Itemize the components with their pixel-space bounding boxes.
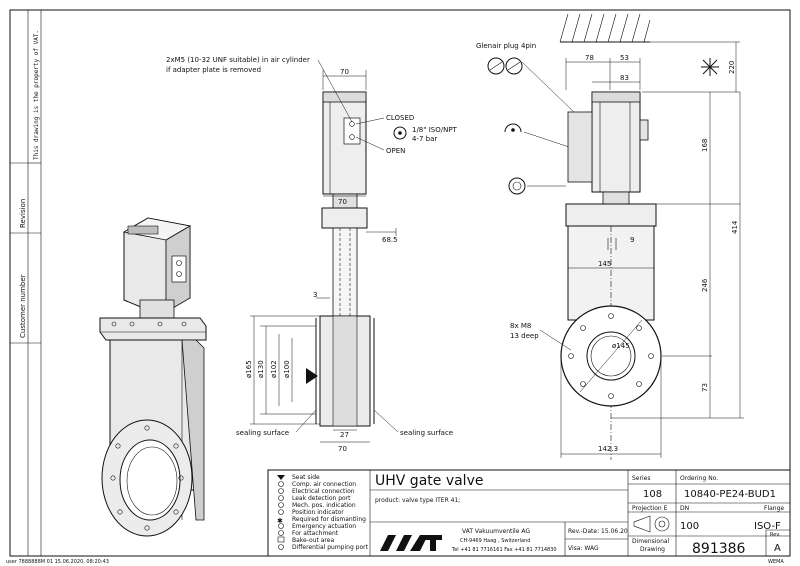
attachment-icon <box>278 530 284 536</box>
dim-bottom-70: 70 <box>338 445 347 453</box>
dim-27: 27 <box>340 431 349 439</box>
series-label: Series <box>632 475 650 482</box>
revision-label: Revision <box>19 199 27 228</box>
company-name: VAT Vakuumventile AG <box>462 528 530 535</box>
front-view: 78 53 83 220 Glenair plug 4pin <box>476 13 744 460</box>
dim-9: 9 <box>630 236 634 244</box>
projection-label: Projection E <box>632 505 668 512</box>
screw-note-line1: 2xM5 (10-32 UNF suitable) in air cylinde… <box>166 56 310 64</box>
dim-d102: ø102 <box>270 360 278 378</box>
drawing-title: UHV gate valve <box>375 473 483 489</box>
screw-note-line2: if adapter plate is removed <box>166 66 261 74</box>
star-symbol <box>701 58 719 76</box>
dim-53: 53 <box>620 54 629 62</box>
logo-text: VAT <box>380 546 382 549</box>
legend-bakeout: Bake-out area <box>292 537 334 544</box>
dim-220: 220 <box>728 61 736 74</box>
visa: Visa: WAG <box>568 545 599 552</box>
dim-bore: ø145 <box>612 342 630 350</box>
wall-hatch <box>559 13 651 43</box>
property-note: This drawing is the property of VAT. <box>33 30 40 160</box>
dim-d100: ø100 <box>283 360 291 378</box>
dim-78: 78 <box>585 54 594 62</box>
vat-logo: VAT <box>380 535 442 551</box>
dim-168: 168 <box>701 139 709 152</box>
legend-seat-side: Seat side <box>292 474 320 481</box>
company-phone: Tel +41 81 7716161 Fax +41 81 7714830 <box>451 547 557 553</box>
sealing-surface-left: sealing surface <box>236 429 289 437</box>
bakeout-icon <box>277 536 285 543</box>
dim-d130: ø130 <box>257 360 265 378</box>
footer-tag: WEMA <box>768 559 784 565</box>
dim-d165: ø165 <box>245 360 253 378</box>
electrical-icon <box>278 488 284 494</box>
rev-value: A <box>774 543 781 554</box>
legend-leak-detection: Leak detection port <box>292 495 351 502</box>
footer-code: user 7888888M 01 15.06.2020, 08:20:43 <box>6 559 109 565</box>
leak-detection-icon <box>278 495 284 501</box>
bolt-note-line2: 13 deep <box>510 332 539 340</box>
closed-label: CLOSED <box>386 114 414 122</box>
legend-comp-air: Comp. air connection <box>292 481 356 488</box>
projection-icon <box>633 515 670 533</box>
legend-emergency: Emergency actuation <box>292 523 356 530</box>
dim-246: 246 <box>701 278 709 292</box>
open-label: OPEN <box>386 147 405 155</box>
differential-icon <box>278 544 284 550</box>
dn-label: DN <box>680 505 689 512</box>
legend-mech-pos: Mech. pos. indication <box>292 502 356 509</box>
legend-position-indicator: Position indicator <box>292 509 344 516</box>
dn-value: 100 <box>680 521 699 532</box>
isometric-view <box>99 217 207 537</box>
customer-number-label: Customer number <box>19 274 27 338</box>
dim-73: 73 <box>701 383 709 392</box>
position-indicator-icon <box>278 509 284 515</box>
title-block <box>267 469 791 557</box>
emergency-icon <box>278 523 284 529</box>
sealing-surface-right: sealing surface <box>400 429 453 437</box>
dim-top-width: 70 <box>340 68 349 76</box>
legend-electrical: Electrical connection <box>292 488 355 495</box>
legend: Seat side Comp. air connection Electrica… <box>277 474 369 551</box>
glenair-label: Glenair plug 4pin <box>476 42 536 50</box>
ordering-value: 10840-PE24-BUD1 <box>684 489 776 500</box>
seat-side-icon <box>277 475 285 480</box>
mech-pos-icon <box>278 502 284 508</box>
comp-air-icon <box>278 481 284 487</box>
dimensional-label: Dimensional <box>632 538 670 545</box>
dim-142: 142.3 <box>598 445 618 453</box>
flange-label: Flange <box>764 505 784 512</box>
product-line: product: valve type ITER 41; <box>375 497 460 504</box>
dim-cylinder-width: 70 <box>338 198 347 206</box>
series-value: 108 <box>643 489 662 500</box>
legend-differential: Differential pumping port <box>292 544 369 551</box>
side-view: 70 68.5 70 3 ø165 <box>166 56 458 453</box>
air-port-line1: 1/8" ISO/NPT <box>412 126 458 134</box>
legend-dismantling: Required for dismantling <box>292 516 366 523</box>
dim-gap: 3 <box>313 291 317 299</box>
air-port-line2: 4-7 bar <box>412 135 437 143</box>
rev-date: Rev.-Date: 15.06.20 <box>568 528 628 535</box>
ordering-label: Ordering No. <box>680 475 718 482</box>
legend-attachment: For attachment <box>292 530 339 537</box>
flange-value: ISO-F <box>754 521 781 532</box>
company-address: CH-9469 Haag , Switzerland <box>460 538 530 544</box>
dim-145: 145 <box>598 260 611 268</box>
bolt-note-line1: 8x M8 <box>510 322 531 330</box>
dim-body-depth: 68.5 <box>382 236 398 244</box>
dim-414: 414 <box>731 220 739 234</box>
drawing-number: 891386 <box>692 541 746 557</box>
drawing-label: Drawing <box>640 546 665 553</box>
dismantling-star-icon: ✱ <box>277 517 283 525</box>
rev-label: Rev. <box>770 532 781 538</box>
dim-83: 83 <box>620 74 629 82</box>
